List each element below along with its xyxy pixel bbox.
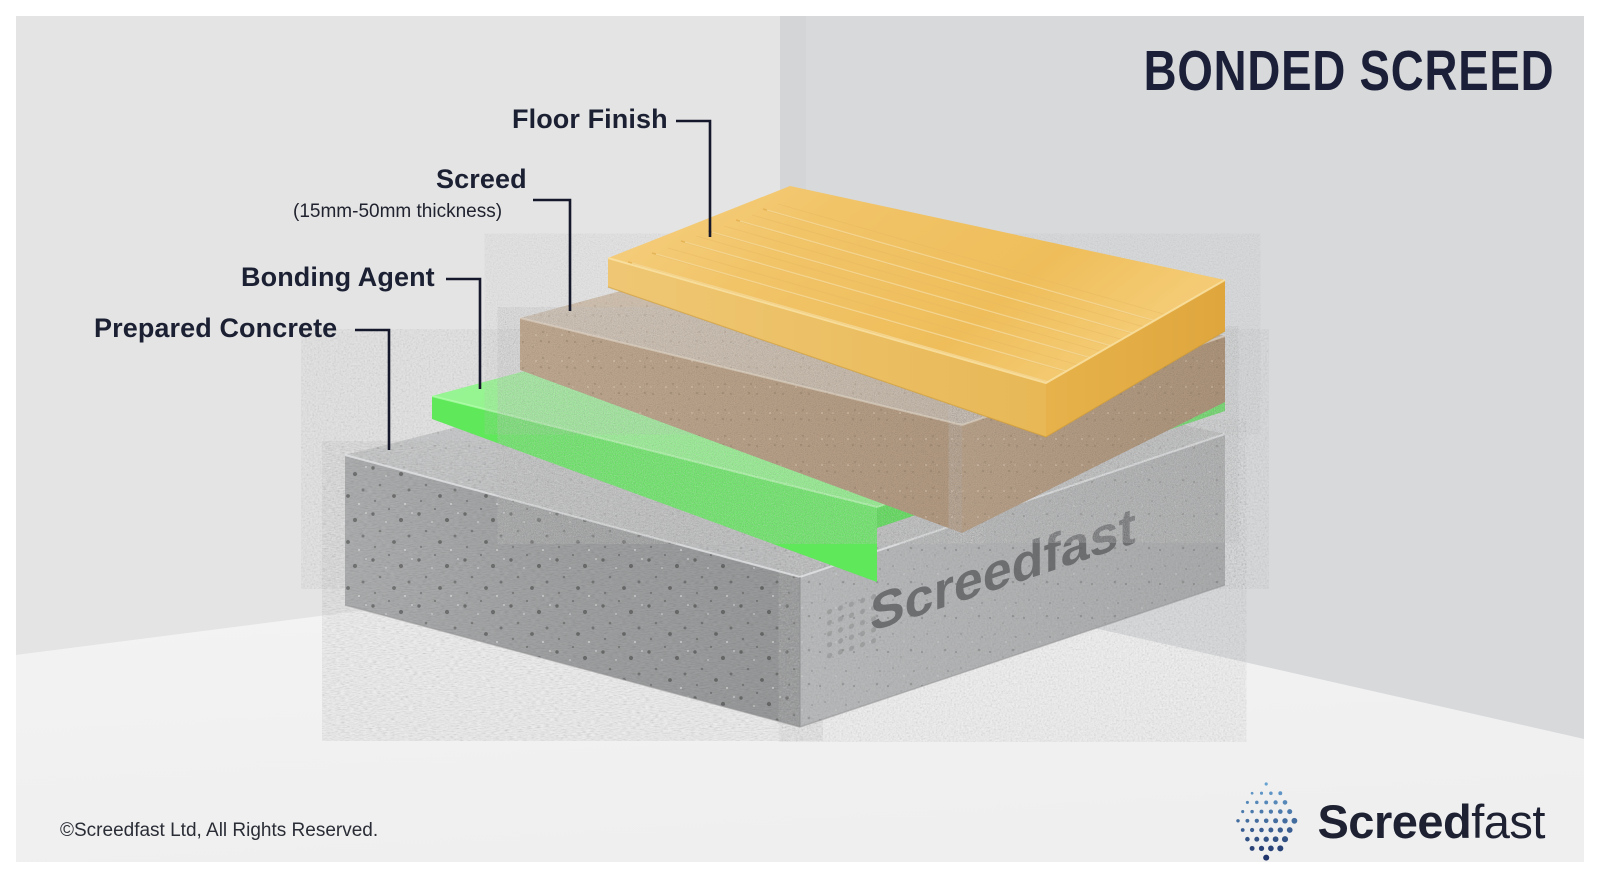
leader-line-prepared-concrete (355, 328, 391, 450)
concrete-right-speckle (800, 434, 1225, 727)
concrete-left-speckle (345, 455, 800, 727)
screed-right-grit (962, 336, 1225, 533)
brand-name-bold: Screed (1317, 794, 1472, 848)
brand-logo[interactable]: Screedfast (1225, 778, 1545, 864)
brand-wordmark: Screedfast (1317, 798, 1545, 845)
bonding-agent-left-face (432, 396, 877, 582)
label-bonding-agent: Bonding Agent (241, 262, 435, 292)
label-floor-finish: Floor Finish (512, 104, 668, 134)
wood-planks (615, 203, 1217, 383)
leader-lines (355, 119, 712, 450)
page-title: BONDED SCREED (1143, 39, 1554, 103)
wood-right-face (1046, 280, 1225, 437)
brand-name-light: fast (1471, 794, 1545, 848)
label-screed-thickness: (15mm-50mm thickness) (293, 201, 503, 222)
wood-edge-highlight (607, 257, 1226, 385)
layer-floor-finish[interactable] (607, 186, 1226, 438)
leader-line-bonding-agent (446, 277, 482, 389)
screed-left-grit (520, 318, 962, 533)
label-screed: Screed (436, 164, 527, 194)
concrete-bottom-edge (344, 584, 1226, 728)
wood-left-face (608, 258, 1046, 437)
concrete-dot-grid-detail (824, 589, 878, 662)
label-prepared-concrete: Prepared Concrete (94, 313, 338, 343)
wood-bottom-edge (607, 286, 1226, 438)
copyright-notice: ©Screedfast Ltd, All Rights Reserved. (60, 820, 379, 841)
leader-line-floor-finish (676, 119, 712, 237)
leader-line-screed (533, 198, 572, 311)
halftone-diamond-icon (1236, 782, 1298, 861)
